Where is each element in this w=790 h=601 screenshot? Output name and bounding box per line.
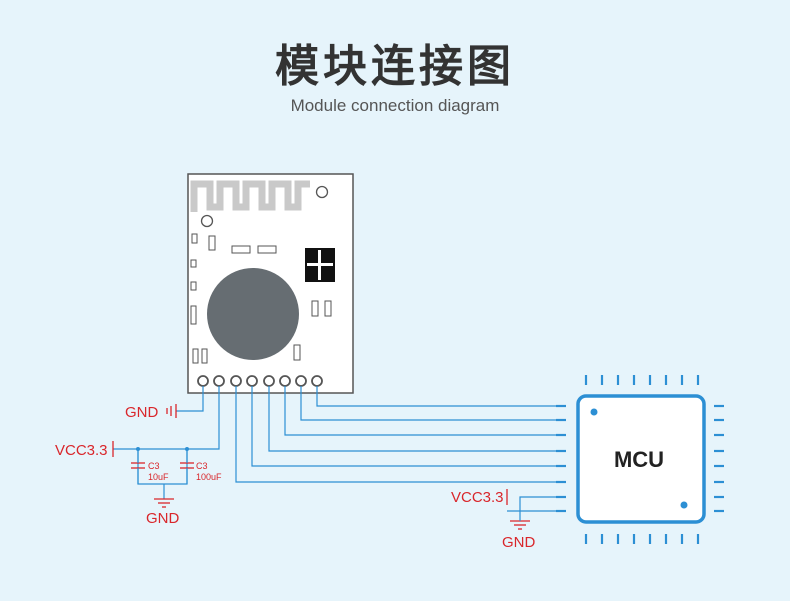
module-pin <box>230 375 242 387</box>
signal-wires <box>235 386 558 512</box>
page-title: 模块连接图 <box>275 41 515 92</box>
smd-component <box>324 300 332 317</box>
smd-component <box>201 348 208 364</box>
gnd-label-right: GND <box>502 534 536 551</box>
smd-component <box>311 300 319 317</box>
module-pin <box>311 375 323 387</box>
smd-component <box>190 305 197 325</box>
cap2-name: C3 <box>196 461 208 471</box>
power-wires <box>113 386 220 499</box>
mcu-body <box>576 394 706 524</box>
smd-component <box>190 281 197 291</box>
rf-module <box>187 173 354 394</box>
wire <box>300 386 558 421</box>
module-pin <box>279 375 291 387</box>
vcc-label-right: VCC3.3 <box>451 489 504 506</box>
mount-hole-left <box>200 214 214 228</box>
smd-component <box>293 344 301 361</box>
gnd-label-top: GND <box>125 404 159 421</box>
cap2-value: 100uF <box>196 472 222 482</box>
wire <box>519 496 558 512</box>
antenna-trace <box>190 180 310 212</box>
gnd-label-bottom: GND <box>146 510 180 527</box>
vcc-label-left: VCC3.3 <box>55 442 108 459</box>
junction-dot <box>185 447 189 451</box>
page-subtitle: Module connection diagram <box>290 96 500 115</box>
wire <box>251 386 558 467</box>
smd-component <box>191 233 198 244</box>
smd-component <box>231 245 251 254</box>
module-pins <box>197 375 323 387</box>
module-pin <box>197 375 209 387</box>
module-pin <box>263 375 275 387</box>
mcu-pin1-marker <box>590 408 598 416</box>
module-pin <box>213 375 225 387</box>
module-pin <box>246 375 258 387</box>
cap1-name: C3 <box>148 461 160 471</box>
smd-component <box>190 259 197 268</box>
wire <box>316 386 558 407</box>
module-chip <box>207 268 299 360</box>
wire <box>284 386 558 436</box>
mcu-pins <box>556 375 724 544</box>
wire <box>268 386 558 452</box>
smd-component <box>192 348 199 364</box>
mcu-marker <box>680 501 688 509</box>
smd-component <box>208 235 216 251</box>
cap1-value: 10uF <box>148 472 169 482</box>
wire <box>235 386 558 483</box>
mount-hole-top <box>315 185 329 199</box>
junction-dot <box>136 447 140 451</box>
smd-component <box>257 245 277 254</box>
mcu-label: MCU <box>614 447 664 472</box>
mcu-chip: MCU <box>556 375 724 544</box>
module-pin <box>295 375 307 387</box>
